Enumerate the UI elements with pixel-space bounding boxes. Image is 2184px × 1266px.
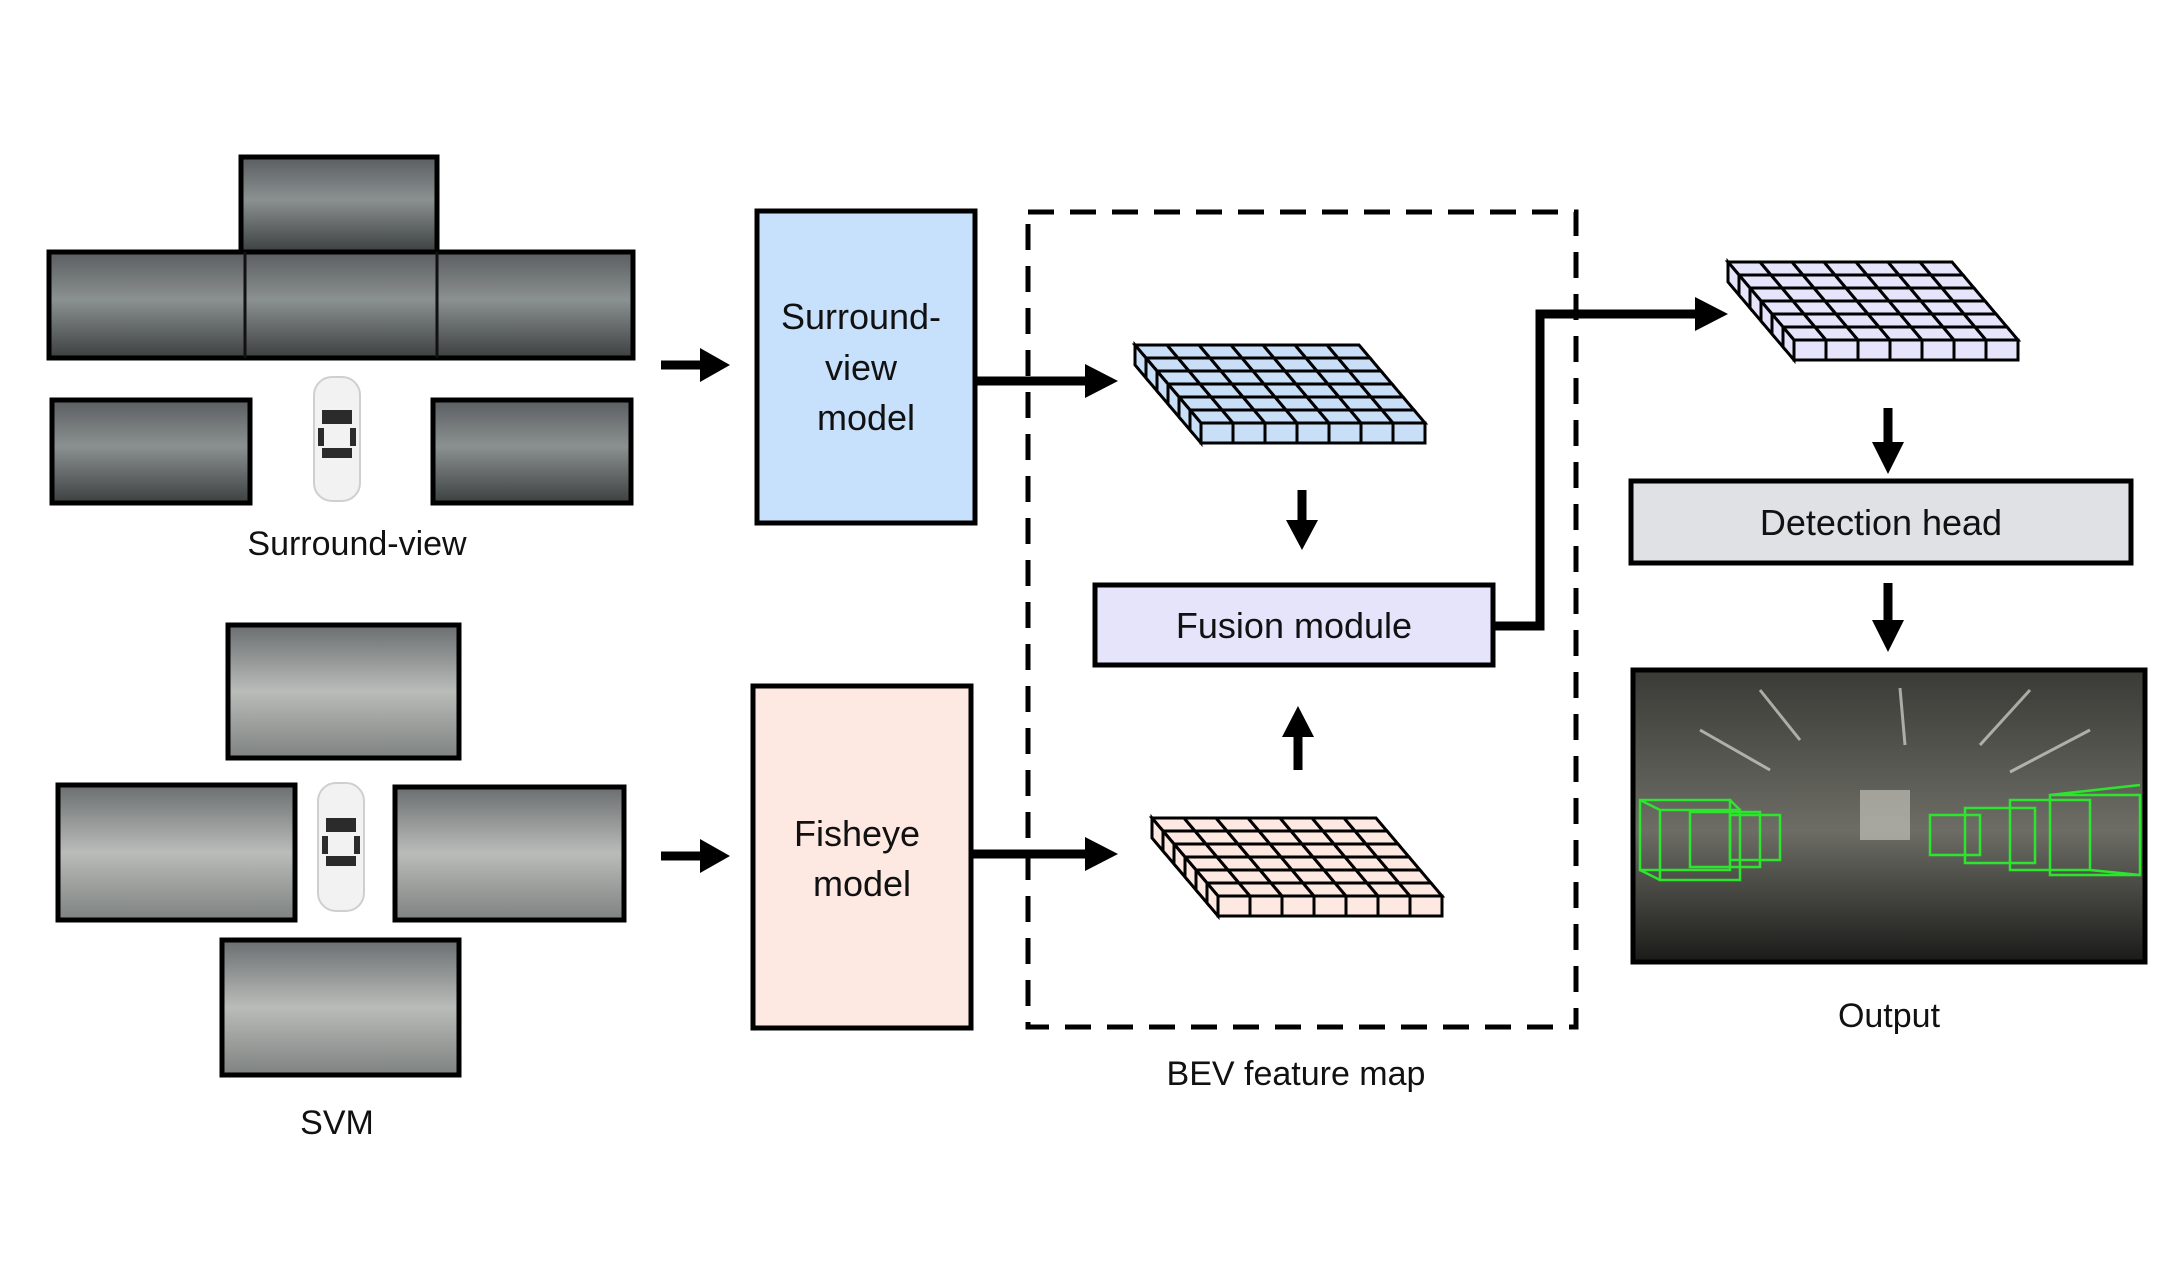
bev-grid-icon-fisheye (1148, 813, 1446, 921)
bev-caption: BEV feature map (1167, 1055, 1426, 1093)
bev-cell-front (1824, 338, 1860, 362)
bev-cell-front (1408, 894, 1444, 918)
bev-cell-front (1359, 421, 1395, 445)
fusion-module-box: Fusion module (1092, 582, 1496, 668)
fisheye-model-line-2: model (813, 863, 911, 904)
svg-text:Surround- view mod: Surround- view model (781, 296, 951, 438)
surround-view-model-line-3: model (817, 397, 915, 438)
bev-cell-front (1216, 894, 1252, 918)
bev-grid-icon-fused (1724, 257, 2022, 365)
output-image (1630, 667, 2148, 965)
car-icon (313, 376, 361, 502)
arrow-icon (661, 348, 730, 382)
bev-cell-front (1263, 421, 1299, 445)
bev-cell-front (1984, 338, 2020, 362)
fusion-module-label: Fusion module (1176, 605, 1412, 646)
bev-cell-front (1888, 338, 1924, 362)
svm-thumbnail-left (55, 782, 298, 923)
detection-head-box: Detection head (1628, 478, 2134, 566)
arrow-icon (1872, 408, 1904, 474)
bev-cell-front (1231, 421, 1267, 445)
car-icon (317, 782, 365, 912)
camera-thumbnail-right (430, 397, 634, 506)
surround-view-cameras (46, 154, 636, 506)
bev-cell-front (1199, 421, 1235, 445)
fisheye-model-box: Fisheye model (750, 683, 974, 1031)
svm-thumbnail-rear (219, 937, 462, 1078)
arrow-icon (1493, 297, 1728, 631)
detection-head-label: Detection head (1760, 502, 2002, 543)
arrow-icon (1282, 706, 1314, 770)
bev-cell-front (1856, 338, 1892, 362)
bev-cell-front (1920, 338, 1956, 362)
svm-label: SVM (300, 1104, 374, 1142)
surround-view-model-line-1: Surround- (781, 296, 941, 337)
camera-thumbnail-front (238, 154, 440, 255)
bev-grid-icon-surround (1131, 340, 1429, 448)
camera-thumbnail-left (49, 397, 253, 506)
arrow-icon (1286, 490, 1318, 550)
bev-cell-front (1391, 421, 1427, 445)
surround-view-label: Surround-view (247, 525, 467, 563)
detection-boxes (1638, 783, 2142, 882)
surround-view-model-line-2: view (825, 347, 898, 388)
bev-cell-front (1327, 421, 1363, 445)
svm-thumbnail-right (392, 784, 627, 923)
svm-thumbnail-front (225, 622, 462, 761)
arrow-icon (971, 837, 1118, 871)
bev-cell-front (1792, 338, 1828, 362)
arrow-icon (661, 839, 730, 873)
bev-cell-front (1295, 421, 1331, 445)
svg-text:Fisheye model: Fisheye model (794, 813, 930, 904)
fisheye-model-line-1: Fisheye (794, 813, 920, 854)
output-label: Output (1838, 997, 1941, 1035)
svm-cameras (55, 622, 627, 1078)
surround-view-model-box: Surround- view model (754, 208, 978, 526)
bev-cell-front (1312, 894, 1348, 918)
bev-region (1025, 209, 1579, 1030)
bev-cell-front (1248, 894, 1284, 918)
arrow-icon (1872, 583, 1904, 652)
bev-cell-front (1344, 894, 1380, 918)
bev-cell-front (1376, 894, 1412, 918)
camera-thumbnail-wide (46, 249, 636, 361)
bev-cell-side (1781, 322, 1796, 365)
bev-cell-front (1952, 338, 1988, 362)
bev-cell-front (1280, 894, 1316, 918)
arrow-icon (975, 364, 1118, 398)
bev-cell-side (1205, 878, 1220, 921)
bev-cell-side (1188, 405, 1203, 448)
